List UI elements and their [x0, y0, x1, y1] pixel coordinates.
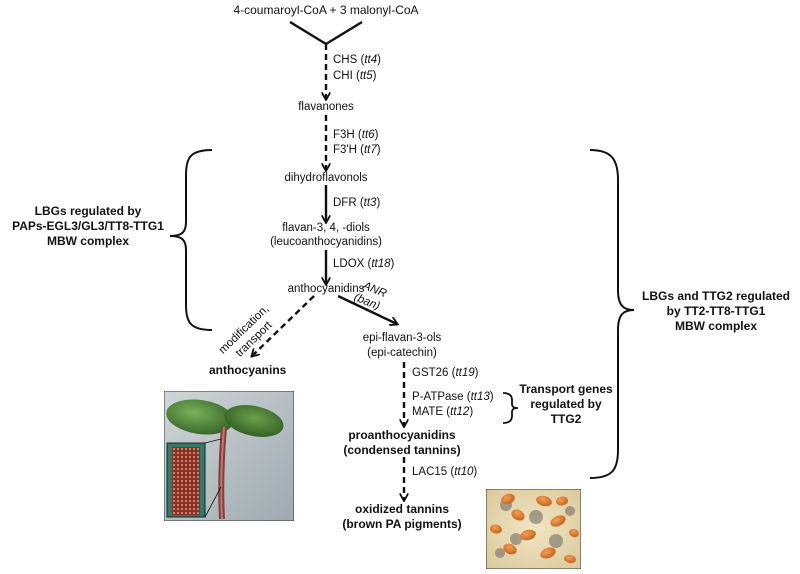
arrow-anr — [337, 294, 397, 324]
metabolite-anthocyanins: anthocyanins — [209, 363, 287, 377]
transport-bracket — [502, 392, 519, 424]
metabolite-anthocyanidins: anthocyanidins — [287, 283, 365, 295]
metabolite-flavanones: flavanones — [298, 101, 354, 113]
transport-genes-label: Transport genes regulated by TTG2 — [519, 382, 613, 426]
enzyme-chi: CHI (tt5) — [333, 70, 377, 82]
enzyme-patpase: P-ATPase (tt13) — [412, 391, 494, 403]
enzyme-mate: MATE (tt12) — [412, 406, 474, 418]
metabolite-condensed-tannins: (condensed tannins) — [343, 443, 461, 457]
metabolite-oxidized-tannins: oxidized tannins — [354, 502, 450, 516]
enzyme-gst: GST26 (tt19) — [412, 367, 479, 379]
metabolite-brown-pa-pigments: (brown PA pigments) — [342, 517, 462, 531]
enzyme-f3h: F3H (tt6) — [333, 129, 379, 141]
seeds-photo — [486, 489, 581, 569]
y-left-line — [289, 20, 327, 46]
right-group-label: LBGs and TTG2 regulated by TT2-TT8-TTG1 … — [641, 289, 791, 333]
metabolite-dihydroflavonols: dihydroflavonols — [284, 172, 368, 184]
metabolite-leucoanthocyanidins: (leucoanthocyanidins) — [270, 236, 382, 248]
metabolite-epiflavanols: epi-flavan-3-ols — [362, 332, 442, 344]
metabolite-flavandiols: flavan-3, 4, -diols — [282, 222, 370, 234]
precursors-label: 4-coumaroyl-CoA + 3 malonyl-CoA — [233, 3, 419, 17]
enzyme-dfr: DFR (tt3) — [333, 197, 381, 209]
enzyme-lac: LAC15 (tt10) — [412, 466, 478, 478]
enzyme-f3ph: F3'H (tt7) — [333, 144, 381, 156]
enzyme-chs: CHS (tt4) — [333, 54, 381, 66]
left-group-label: LBGs regulated by PAPs-EGL3/GL3/TT8-TTG1… — [12, 204, 164, 248]
metabolite-epicatechin: (epi-catechin) — [367, 347, 437, 359]
arrow-modification — [252, 295, 315, 356]
left-bracket — [169, 149, 213, 331]
y-right-line — [325, 20, 363, 46]
metabolite-proanthocyanidins: proanthocyanidins — [348, 428, 456, 442]
right-bracket — [589, 149, 635, 479]
seedling-photo — [164, 391, 294, 521]
enzyme-ldox: LDOX (tt18) — [333, 258, 395, 270]
